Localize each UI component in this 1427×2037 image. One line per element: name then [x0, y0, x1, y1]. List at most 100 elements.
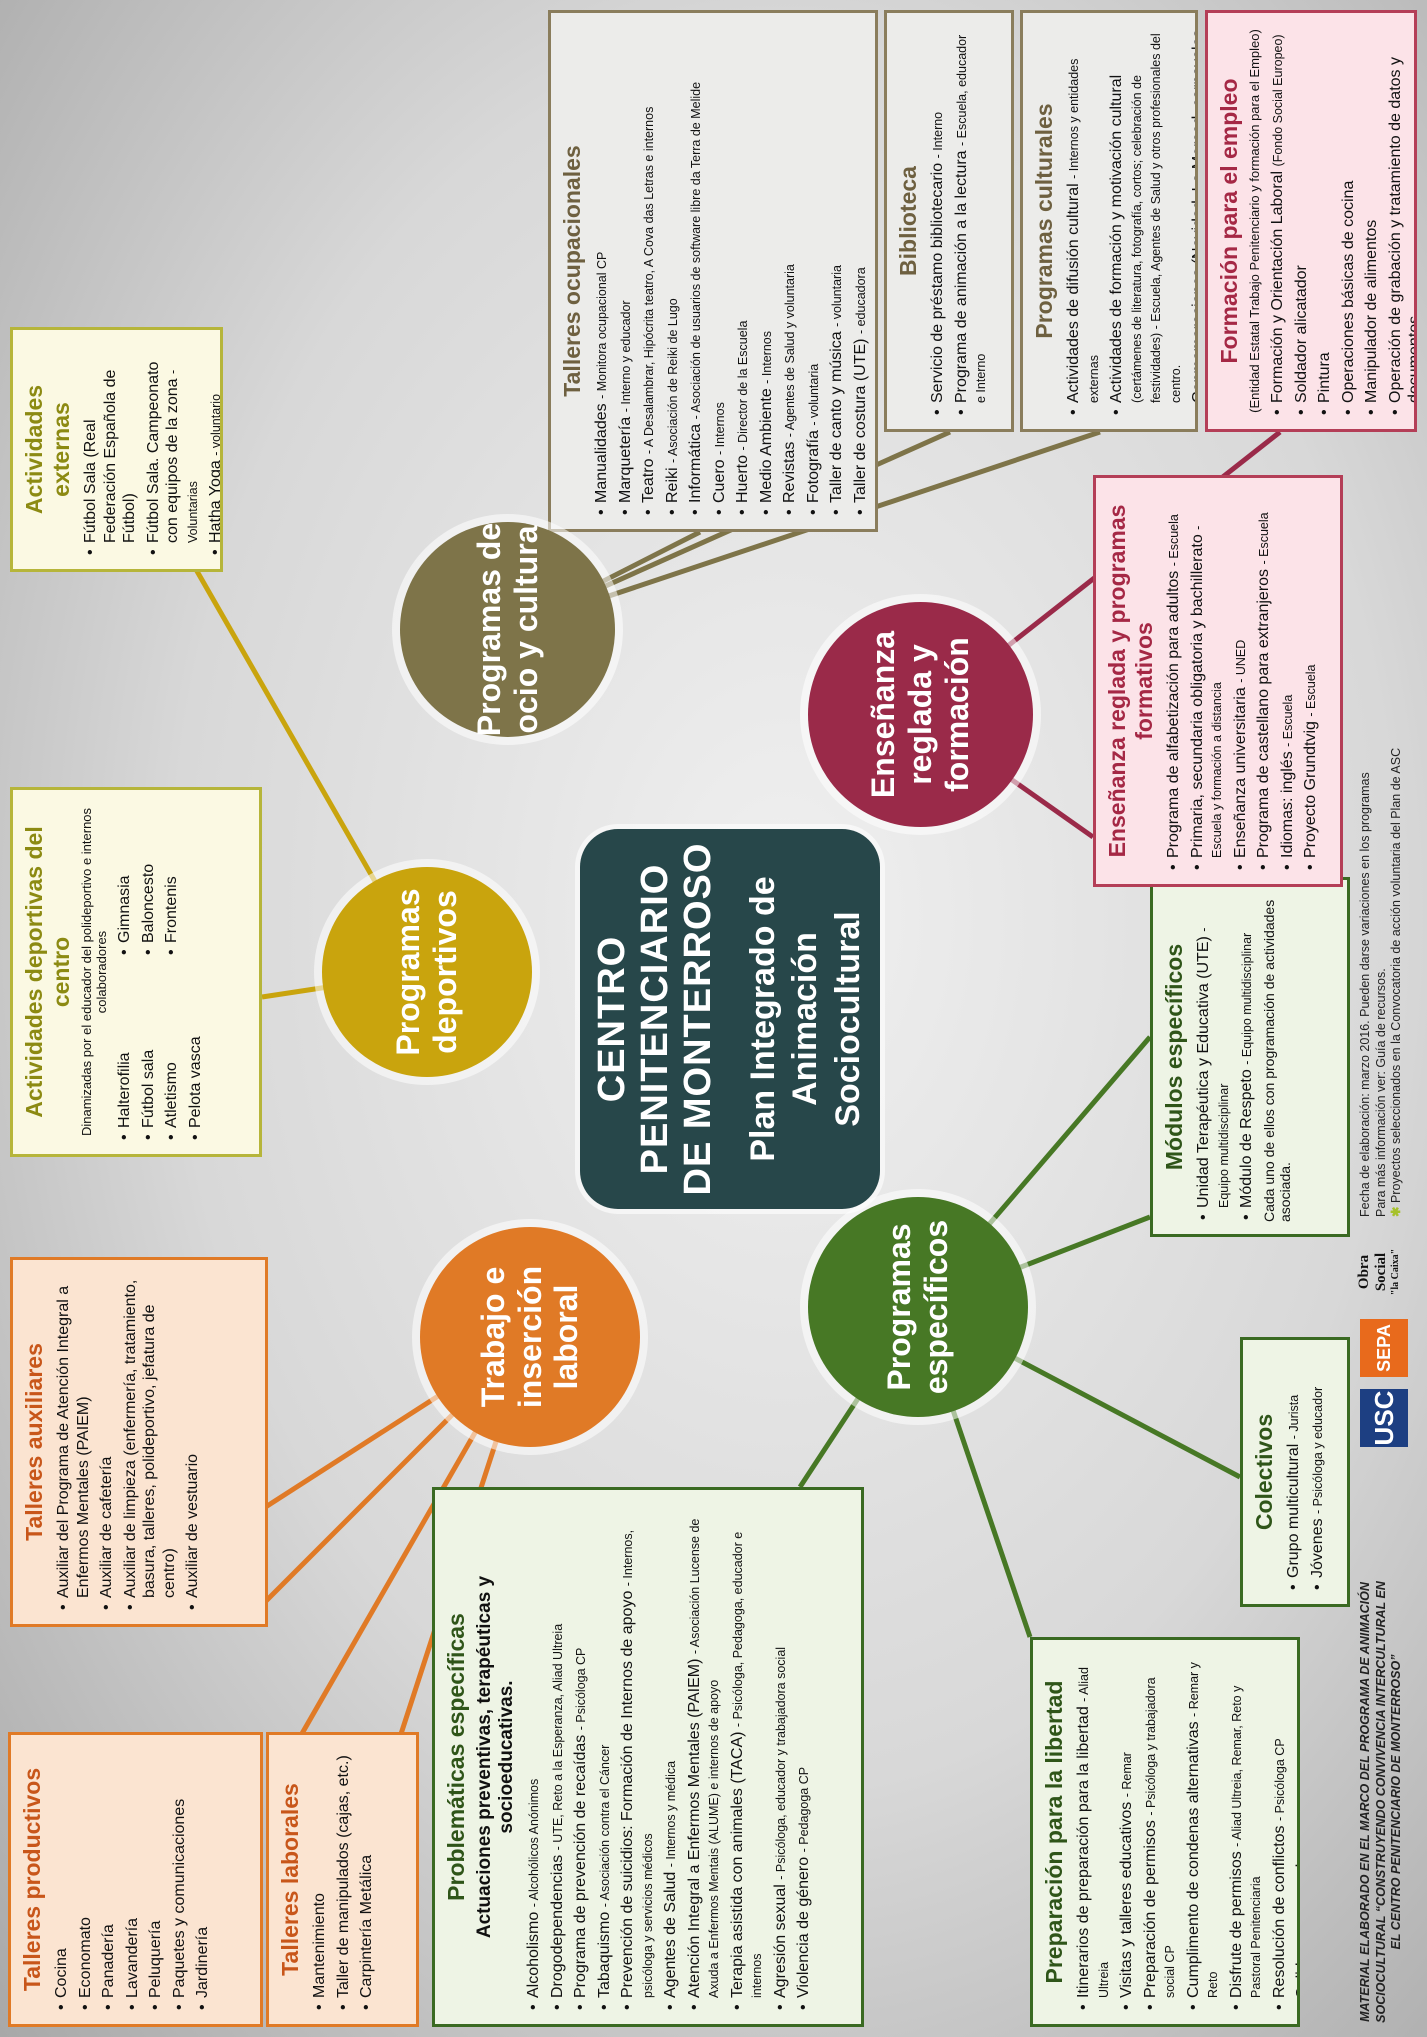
list-item: Jóvenes - Psicóloga y educador	[1308, 1352, 1328, 1578]
preparacion-libertad-box: Preparación para la libertad Itinerarios…	[1030, 1637, 1300, 2027]
trabajo-circle: Trabajo e inserción laboral	[420, 1227, 640, 1447]
list-item: Unidad Terapéutica y Educativa (UTE) - E…	[1194, 892, 1233, 1208]
list: Fútbol Sala (Real Federación Española de…	[81, 342, 223, 557]
list-item: Proyecto Grundtvig - Escuela	[1301, 490, 1321, 858]
list-item: Drogodependencias - UTE, Reto a la Esper…	[548, 1502, 568, 1998]
list-item: Fútbol sala	[139, 987, 159, 1128]
list-item: Primaria, secundaria obligatoria y bachi…	[1188, 490, 1227, 858]
list-item: Prevención de suicidios: Formación de In…	[618, 1502, 657, 1998]
list-item: Paquetes y comunicaciones	[170, 1747, 190, 1998]
list-item: Enseñanza universitaria - UNED	[1231, 490, 1251, 858]
talleres-ocupacionales-box: Talleres ocupacionales Manualidades - Mo…	[548, 10, 878, 532]
box-subtitle: (Entidad Estatal Trabajo Penitenciario y…	[1247, 29, 1262, 413]
list-item: Jardinería	[193, 1747, 213, 1998]
list-item: Manipulador de alimentos	[1362, 25, 1382, 403]
list-item: Operaciones básicas de cocina	[1339, 25, 1359, 403]
actividades-deportivas-box: Actividades deportivas del centro Dinami…	[10, 787, 262, 1157]
talleres-productivos-box: Talleres productivos CocinaEconomatoPana…	[8, 1732, 263, 2027]
list-item: Revistas - Agentes de Salud y voluntaria	[780, 25, 800, 503]
center-line4: Animación Sociocultural	[786, 911, 867, 1127]
talleres-laborales-box: Talleres laborales MantenimientoTaller d…	[266, 1732, 419, 2027]
list-item: Servicio de préstamo bibliotecario - Int…	[928, 25, 948, 403]
list-item: Fútbol Sala (Real Federación Española de…	[81, 342, 140, 543]
list-item: Alcoholismo - Alcohólicos Anónimos	[524, 1502, 544, 1998]
box-title: Colectivos	[1251, 1413, 1277, 1531]
list-item: Fútbol Sala. Campeonato con equipos de l…	[144, 342, 203, 543]
list-item: Informática - Asociación de usuarios de …	[686, 25, 706, 503]
list-item: Pelota vasca	[186, 987, 206, 1128]
list: Auxiliar del Programa de Atención Integr…	[54, 1272, 203, 1612]
list-item: Manualidades - Monitora ocupacional CP	[592, 25, 612, 503]
list-item: Economato	[76, 1747, 96, 1998]
list-item: Huerto - Director de la Escuela	[733, 25, 753, 503]
programas-culturales-box: Programas culturales Actividades de difu…	[1020, 10, 1198, 432]
box-title: Talleres auxiliares	[21, 1343, 47, 1541]
list: Grupo multicultural - JuristaJóvenes - P…	[1284, 1352, 1327, 1592]
box-title: Formación para el empleo	[1216, 78, 1242, 364]
talleres-auxiliares-box: Talleres auxiliares Auxiliar del Program…	[10, 1257, 268, 1627]
box-title: Talleres ocupacionales	[559, 145, 585, 397]
list-item: Halterofilia	[115, 987, 135, 1128]
list-item: Marquetería - Interno y educador	[616, 25, 636, 503]
list-item: Cocina	[52, 1747, 72, 1998]
box-title: Módulos específicos	[1161, 943, 1187, 1171]
list-item: Baloncesto	[139, 802, 159, 943]
list-item: Programa de prevención de recaídas - Psi…	[571, 1502, 591, 1998]
sepa-logo: SEPA	[1360, 1319, 1408, 1377]
formacion-empleo-box: Formación para el empleo (Entidad Estata…	[1205, 10, 1417, 432]
box-title: Talleres productivos	[19, 1767, 45, 1992]
box-note: Cada uno de ellos con programación de ac…	[1260, 899, 1293, 1222]
center-line3: Plan Integrado de	[743, 876, 782, 1162]
list-item: Taller de manipulados (cajas, etc.)	[334, 1747, 354, 1998]
modulos-box: Módulos específicos Unidad Terapéutica y…	[1150, 877, 1350, 1237]
list-item: Teatro - A Desalambrar, Hipócrita teatro…	[639, 25, 659, 503]
box-title: Actividades externas	[21, 384, 74, 515]
problematicas-box: Problemáticas específicas Actuaciones pr…	[432, 1487, 864, 2027]
list: Manualidades - Monitora ocupacional CPMa…	[592, 25, 878, 517]
list: Unidad Terapéutica y Educativa (UTE) - E…	[1194, 892, 1257, 1222]
list-item: Taller de canto y música - voluntaria	[827, 25, 847, 503]
list-item: Actividades de formación y motivación cu…	[1107, 25, 1185, 403]
list: Formación y Orientación Laboral (Fondo S…	[1268, 25, 1417, 417]
list-item: Idiomas: inglés - Escuela	[1278, 490, 1298, 858]
actividades-externas-box: Actividades externas Fútbol Sala (Real F…	[10, 327, 223, 572]
center-title: CENTRO PENITENCIARIO DE MONTERROSO Plan …	[580, 829, 880, 1209]
list-item: Programa de animación a la lectura - Esc…	[952, 25, 991, 403]
list-item: Peluquería	[146, 1747, 166, 1998]
list-item: Medio Ambiente - Internos	[757, 25, 777, 503]
list-item: Frontenis	[162, 802, 182, 943]
list-item: Panadería	[99, 1747, 119, 1998]
list-item: Disfrute de permisos - Aliad Ultreia, Re…	[1227, 1652, 1266, 1998]
footer-info: Fecha de elaboración: marzo 2016. Pueden…	[1358, 747, 1404, 1217]
list-item: Terapia asistida con animales (TACA) - P…	[728, 1502, 767, 1998]
star-icon: ✱	[1389, 1206, 1404, 1217]
list-item: Módulo de Respeto - Equipo multidiscipli…	[1237, 892, 1257, 1208]
box-title: Talleres laborales	[277, 1783, 303, 1976]
list-item: Auxiliar de vestuario	[183, 1272, 203, 1598]
list-item: Pintura	[1315, 25, 1335, 403]
list-item: Restauración de muebles (UTE) - Reto	[874, 25, 878, 503]
list-item: Atención Integral a Enfermos Mentales (P…	[685, 1502, 724, 1998]
especificos-circle: Programas específicos	[808, 1197, 1028, 1417]
center-line1: CENTRO PENITENCIARIO	[590, 863, 676, 1175]
list-item: Actividades de difusión cultural - Inter…	[1064, 25, 1103, 403]
ensenanza-circle: Enseñanza reglada y formación	[808, 602, 1033, 827]
box-title: Actividades deportivas del centro	[21, 826, 74, 1118]
ocio-circle: Programas de ocio y cultura	[400, 522, 615, 737]
list-item: Cumplimento de condenas alternativas - R…	[1184, 1652, 1223, 1998]
list-item: Mantenimiento	[310, 1747, 330, 1998]
list-item: Soldador alicatador	[1292, 25, 1312, 403]
list-item: Resolución de conflictos - Psicóloga CP	[1270, 1652, 1290, 1998]
biblioteca-box: Biblioteca Servicio de préstamo bibliote…	[884, 10, 1014, 432]
list-item: Agentes de Salud - Internos y médica	[661, 1502, 681, 1998]
list: Itinerarios de preparación para la liber…	[1074, 1652, 1300, 2012]
list-item: Agresión sexual - Psicóloga, educador y …	[771, 1502, 791, 1998]
list: Alcoholismo - Alcohólicos AnónimosDrogod…	[524, 1502, 814, 2012]
list-item: Auxiliar del Programa de Atención Integr…	[54, 1272, 93, 1598]
list: Programa de alfabetización para adultos …	[1164, 490, 1321, 872]
list-item: Violencia de género - Pedagoga CP	[794, 1502, 814, 1998]
list: Servicio de préstamo bibliotecario - Int…	[928, 25, 991, 417]
list-col2: GimnasiaBaloncestoFrontenis	[115, 802, 209, 957]
